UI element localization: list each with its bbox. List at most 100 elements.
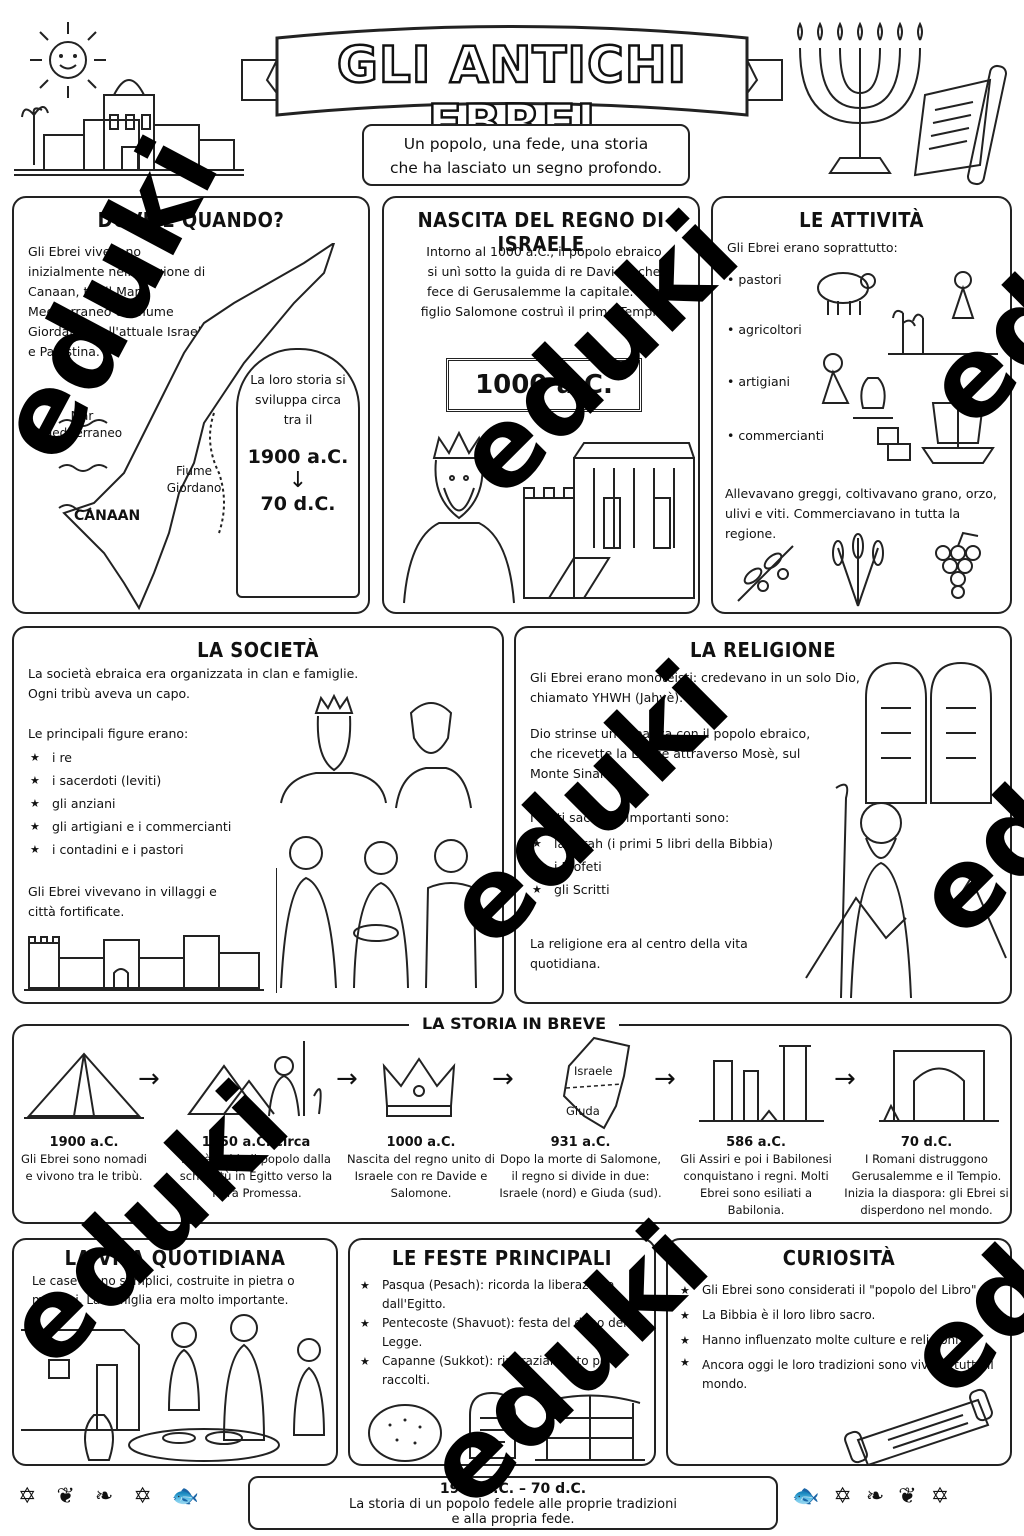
period-tablet: La loro storia si sviluppa circa tra il …: [236, 348, 360, 598]
list-item: Pasqua (Pesach): ricorda la liberazione …: [360, 1276, 650, 1314]
footer-decorations-left: ✡❦❧✡🐟: [18, 1484, 238, 1524]
panel-title-dove: DOVE E QUANDO?: [97, 208, 285, 232]
societa-intro-1: La società ebraica era organizzata in cl…: [28, 666, 359, 681]
activity-label: commercianti: [738, 428, 825, 443]
attivita-intro: Gli Ebrei erano soprattutto:: [727, 240, 898, 255]
timeline-event: 1000 a.C. Nascita del regno unito di Isr…: [346, 1134, 496, 1202]
religione-p1: Gli Ebrei erano monoteisti: credevano in…: [530, 670, 860, 705]
religione-texts-label: I testi sacri più importanti sono:: [530, 810, 730, 825]
timeline-arrow: →: [336, 1064, 358, 1094]
tent-icon: [24, 1052, 144, 1119]
ruins-icon: [699, 1045, 824, 1122]
subtitle-box: Un popolo, una fede, una storia che ha l…: [362, 124, 690, 186]
timeline-event: 1250 a.C. circa Mosè guida il popolo dal…: [176, 1134, 336, 1202]
king-david-illustration: [403, 430, 515, 604]
panel-nascita-regno: NASCITA DEL REGNO DI ISRAELE Intorno al …: [382, 196, 700, 614]
societa-footer: Gli Ebrei vivevano in villaggi e città f…: [28, 884, 217, 919]
list-item: Gli Ebrei sono considerati il "popolo de…: [680, 1278, 1005, 1303]
menorah-icon: [797, 21, 923, 174]
dove-text: Gli Ebrei vivevano inizialmente nella re…: [28, 244, 209, 359]
timeline-arrow: →: [492, 1064, 514, 1094]
list-item: i contadini e i pastori: [30, 838, 280, 861]
activity-label: pastori: [738, 272, 782, 287]
timeline-text: Nascita del regno unito di Israele con r…: [347, 1152, 495, 1200]
timeline-event: 70 d.C. I Romani distruggono Gerusalemme…: [844, 1134, 1009, 1219]
timeline-text: I Romani distruggono Gerusalemme e il Te…: [844, 1152, 1009, 1217]
list-item: i re: [30, 746, 280, 769]
panel-title-feste: LE FESTE PRINCIPALI: [391, 1246, 612, 1270]
star-icon: ✡: [18, 1484, 57, 1509]
list-item: i Profeti: [532, 855, 812, 878]
panel-title-storia: LA STORIA IN BREVE: [409, 1014, 619, 1033]
panel-vita-quotidiana: LA VITA QUOTIDIANA Le case erano semplic…: [12, 1238, 338, 1466]
panel-title-vita: LA VITA QUOTIDIANA: [64, 1246, 286, 1270]
ship-icon: [877, 398, 995, 464]
timeline-arrow: →: [654, 1064, 676, 1094]
timeline-event: 931 a.C. Dopo la morte di Salomone, il r…: [498, 1134, 663, 1202]
map-label-canaan: CANAAN: [74, 508, 141, 524]
header: GLI ANTICHI EBREI Un popolo, una fede, u…: [0, 0, 1024, 195]
subtitle-line2: che ha lasciato un segno profondo.: [389, 159, 663, 177]
timeline-date: 1250 a.C. circa: [201, 1135, 311, 1150]
vita-text: Le case erano semplici, costruite in pie…: [32, 1274, 295, 1307]
panel-title-religione: LA RELIGIONE: [689, 638, 837, 662]
timeline-event: 586 a.C. Gli Assiri e poi i Babilonesi c…: [676, 1134, 836, 1219]
list-item: La Bibbia è il loro libro sacro.: [680, 1303, 1005, 1328]
activity-item-agricoltori: • agricoltori: [727, 322, 802, 337]
list-item: gli Scritti: [532, 878, 812, 901]
scroll-icon: [913, 64, 1007, 186]
crown-icon: [382, 1057, 456, 1117]
panel-title-societa: LA SOCIETÀ: [197, 638, 319, 662]
period-date-end: 70 d.C.: [260, 493, 336, 515]
panel-title-curiosita: CURIOSITÀ: [782, 1246, 896, 1270]
fish-icon: 🐟: [171, 1484, 220, 1509]
activity-item-commercianti: • commercianti: [727, 428, 825, 443]
map-label-sea: Mar Mediterraneo: [41, 409, 123, 440]
leaf-icon: ❦: [56, 1484, 95, 1509]
panel-feste: LE FESTE PRINCIPALI Pasqua (Pesach): ric…: [348, 1238, 656, 1466]
torah-scroll-icon: [844, 1388, 993, 1464]
date-box-1000: 1000 a.C.: [446, 358, 642, 412]
societa-figures-list: i re i sacerdoti (leviti) gli anziani gl…: [30, 746, 280, 861]
footer-decorations-right: 🐟✡❧❦✡: [792, 1484, 1017, 1524]
religione-footer: La religione era al centro della vita qu…: [530, 936, 748, 971]
activity-item-artigiani: • artigiani: [727, 374, 790, 389]
footer-dates: 1900 a.C. – 70 d.C.: [439, 1481, 587, 1497]
star-icon: ✡: [833, 1484, 866, 1509]
jerusalem-city-illustration: [14, 79, 244, 176]
matzah-icon: [368, 1404, 442, 1462]
period-arrow: ↓: [288, 468, 308, 493]
list-item: gli artigiani e i commercianti: [30, 815, 280, 838]
list-item: Capanne (Sukkot): ringraziamento per i r…: [360, 1352, 650, 1390]
leaf-icon: ❧: [865, 1484, 899, 1509]
panel-curiosita: CURIOSITÀ Gli Ebrei sono considerati il …: [666, 1238, 1012, 1466]
society-figures-illustration: [276, 693, 477, 993]
list-item: Ancora oggi le loro tradizioni sono vive…: [680, 1353, 1005, 1394]
nascita-text: Intorno al 1000 a.C., il popolo ebraico …: [420, 244, 668, 319]
map-label-israele: Israele: [574, 1064, 613, 1078]
list-item: Hanno influenzato molte culture e religi…: [680, 1328, 1005, 1353]
map-label-river: Fiume Giordano: [166, 464, 222, 495]
timeline-text: Gli Assiri e poi i Babilonesi conquistan…: [680, 1152, 832, 1217]
panel-title-nascita: NASCITA DEL REGNO DI ISRAELE: [417, 208, 665, 256]
timeline-text: Dopo la morte di Salomone, il regno si d…: [499, 1152, 662, 1200]
panel-religione: LA RELIGIONE Gli Ebrei erano monoteisti:…: [514, 626, 1012, 1004]
tablets-of-law-icon: [865, 661, 992, 804]
feste-list: Pasqua (Pesach): ricorda la liberazione …: [360, 1276, 650, 1390]
timeline-date: 70 d.C.: [900, 1135, 953, 1150]
family-house-illustration: [21, 1314, 326, 1462]
timeline-date: 1900 a.C.: [49, 1135, 119, 1150]
arch-ruins-icon: [879, 1050, 999, 1122]
timeline-text: Mosè guida il popolo dalla schiavitù in …: [179, 1152, 333, 1200]
panel-title-attivita: LE ATTIVITÀ: [799, 208, 924, 232]
fish-icon: 🐟: [792, 1484, 834, 1509]
activity-item-pastori: • pastori: [727, 272, 782, 287]
timeline-arrow: →: [138, 1064, 160, 1094]
timeline-date: 931 a.C.: [550, 1135, 611, 1150]
footer-line1: La storia di un popolo fedele alle propr…: [349, 1497, 677, 1512]
subtitle-line1: Un popolo, una fede, una storia: [403, 135, 649, 153]
curiosita-list: Gli Ebrei sono considerati il "popolo de…: [680, 1278, 1005, 1394]
temple-illustration: [523, 442, 695, 599]
footer-line2: e alla propria fede.: [451, 1512, 575, 1527]
map-label-giuda: Giuda: [566, 1104, 600, 1118]
